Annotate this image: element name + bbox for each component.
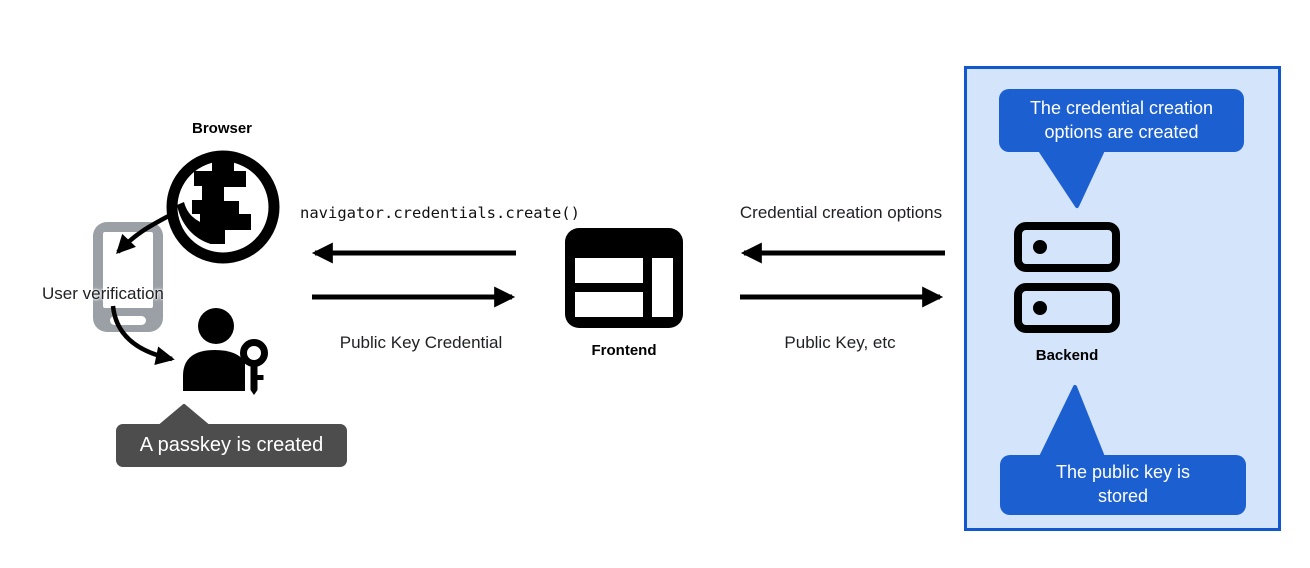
- smartphone-home-bar: [110, 316, 146, 325]
- credential-options-created-tooltip-text: The credential creation options are crea…: [1029, 97, 1214, 142]
- smartphone-icon: [93, 222, 163, 332]
- public-key-credential-label: Public Key Credential: [339, 333, 503, 352]
- frontend-label: Frontend: [591, 342, 657, 359]
- navigator-credentials-create-label: navigator.credentials.create(): [300, 204, 580, 222]
- globe-icon: [166, 150, 280, 264]
- credential-options-created-tooltip: The credential creation options are crea…: [999, 89, 1244, 152]
- server-stack-icon: [1014, 222, 1120, 333]
- browser-window-icon: [565, 228, 683, 328]
- backend-label: Backend: [1035, 347, 1099, 364]
- browser-label: Browser: [191, 120, 253, 137]
- public-key-stored-tooltip: The public key is stored: [1000, 455, 1246, 515]
- user-with-key-icon: [183, 308, 268, 395]
- passkey-created-tooltip: A passkey is created: [116, 424, 347, 467]
- public-key-stored-tooltip-text: The public key is stored: [1055, 462, 1191, 506]
- user-verification-label: User verification: [42, 284, 164, 303]
- public-key-etc-label: Public Key, etc: [784, 333, 896, 352]
- credential-creation-options-label: Credential creation options: [739, 203, 943, 222]
- passkey-created-tooltip-text: A passkey is created: [139, 434, 324, 456]
